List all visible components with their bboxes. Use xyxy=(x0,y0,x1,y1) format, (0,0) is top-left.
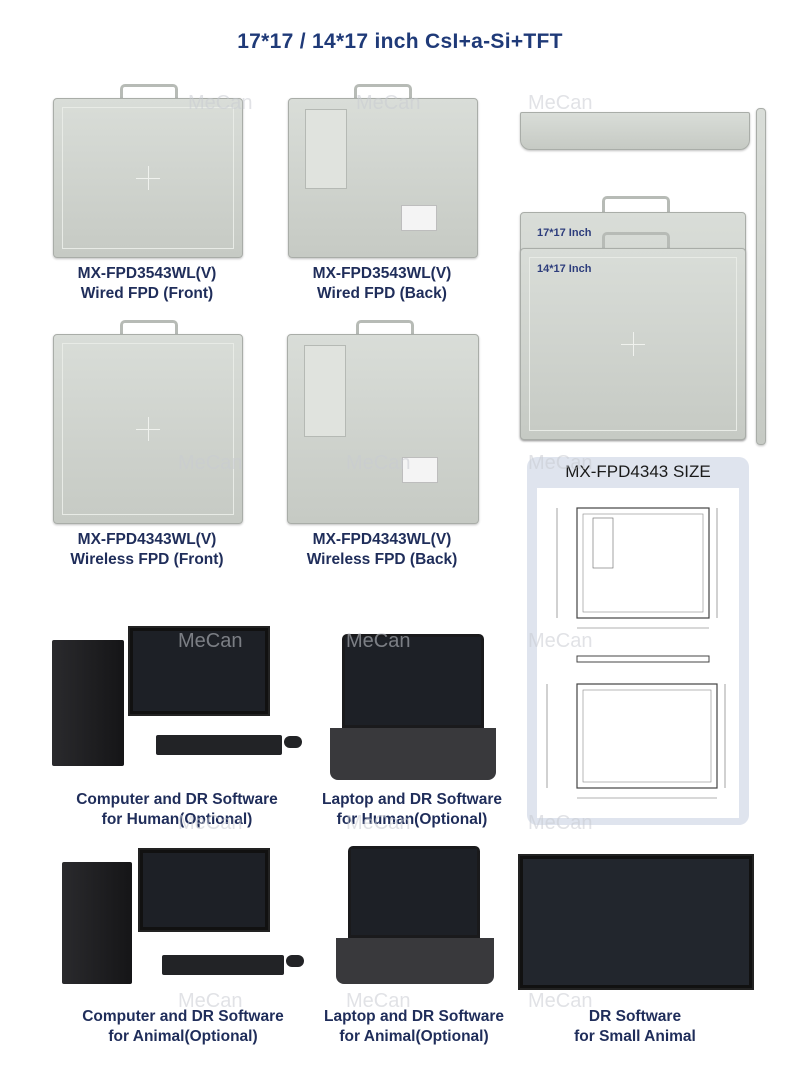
fpd3543-front-panel xyxy=(53,98,243,258)
laptop-lid xyxy=(342,634,484,728)
watermark: MeCan xyxy=(346,630,411,652)
fpd4343-back-panel xyxy=(287,334,479,524)
watermark: MeCan xyxy=(528,990,593,1012)
panel-handle xyxy=(356,320,414,339)
laptop-base xyxy=(336,938,494,984)
panel-handle xyxy=(120,320,178,339)
watermark: MeCan xyxy=(346,452,411,474)
monitor xyxy=(128,626,270,716)
monitor xyxy=(138,848,270,932)
watermark: MeCan xyxy=(178,990,243,1012)
panel-handle xyxy=(354,84,412,103)
small-animal-software-screen xyxy=(518,854,754,990)
watermark: MeCan xyxy=(188,92,253,114)
watermark: MeCan xyxy=(178,812,243,834)
watermark: MeCan xyxy=(528,92,593,114)
panel-handle xyxy=(602,196,670,215)
laptop-base xyxy=(330,728,496,780)
mouse xyxy=(284,736,302,748)
fpd-edge-view xyxy=(756,108,766,445)
watermark: MeCan xyxy=(356,92,421,114)
watermark: MeCan xyxy=(528,452,593,474)
size-label-large: 17*17 Inch xyxy=(537,227,592,239)
keyboard xyxy=(156,735,282,755)
caption-fpd4343-back: MX-FPD4343WL(V)Wireless FPD (Back) xyxy=(306,531,458,568)
watermark: MeCan xyxy=(528,812,593,834)
page-title: 17*17 / 14*17 inch CsI+a-Si+TFT xyxy=(237,30,563,53)
watermark: MeCan xyxy=(528,630,593,652)
caption-fpd3543-back: MX-FPD3543WL(V)Wired FPD (Back) xyxy=(312,265,452,302)
mouse xyxy=(286,955,304,967)
size-label-small: 14*17 Inch xyxy=(537,263,592,275)
watermark: MeCan xyxy=(178,630,243,652)
dimension-drawing xyxy=(537,488,739,818)
watermark: MeCan xyxy=(346,812,411,834)
panel-handle xyxy=(120,84,178,103)
keyboard xyxy=(162,955,284,975)
fpd-side-view xyxy=(520,112,750,150)
dimension-title: MX-FPD4343 SIZE xyxy=(565,462,711,481)
fpd-14x17-panel: 14*17 Inch xyxy=(520,248,746,440)
watermark: MeCan xyxy=(178,452,243,474)
fpd3543-back-panel xyxy=(288,98,478,258)
caption-fpd3543-front: MX-FPD3543WL(V)Wired FPD (Front) xyxy=(77,265,217,302)
pc-tower xyxy=(52,640,124,766)
laptop-lid xyxy=(348,846,480,938)
pc-tower xyxy=(62,862,132,984)
watermark: MeCan xyxy=(346,990,411,1012)
caption-fpd4343-front: MX-FPD4343WL(V)Wireless FPD (Front) xyxy=(70,531,224,568)
fpd4343-front-panel xyxy=(53,334,243,524)
panel-handle xyxy=(602,232,670,251)
